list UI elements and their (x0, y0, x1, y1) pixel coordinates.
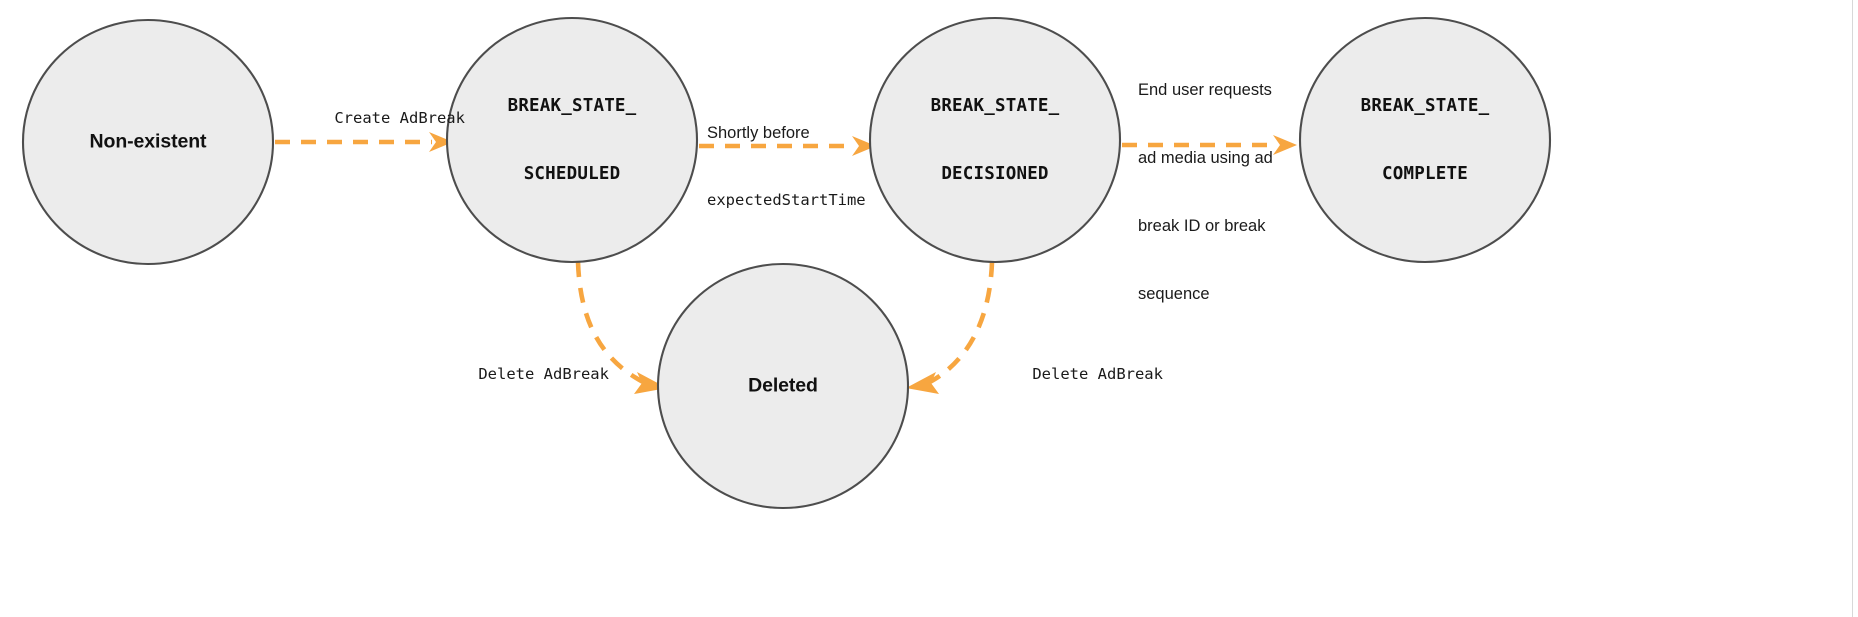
edge-shortly-before (699, 136, 876, 156)
edge-delete-from-decisioned-line (926, 261, 995, 386)
edge-delete-from-decisioned-arrowhead (906, 372, 939, 394)
node-break-state-scheduled[interactable] (445, 16, 699, 264)
edge-end-user-requests-arrowhead (1273, 135, 1297, 155)
edge-delete-from-scheduled (575, 261, 667, 394)
edge-create-adbreak-arrowhead (429, 132, 453, 152)
edge-end-user-requests (1122, 135, 1297, 155)
node-break-state-decisioned[interactable] (868, 16, 1122, 264)
edge-shortly-before-arrowhead (852, 136, 876, 156)
edge-delete-from-decisioned (906, 261, 995, 394)
edge-create-adbreak (275, 132, 453, 152)
right-panel-divider (1852, 0, 1853, 617)
edge-delete-from-scheduled-line (575, 261, 647, 386)
node-deleted[interactable] (656, 262, 910, 510)
node-non-existent[interactable] (21, 18, 275, 266)
node-break-state-complete[interactable] (1298, 16, 1552, 264)
